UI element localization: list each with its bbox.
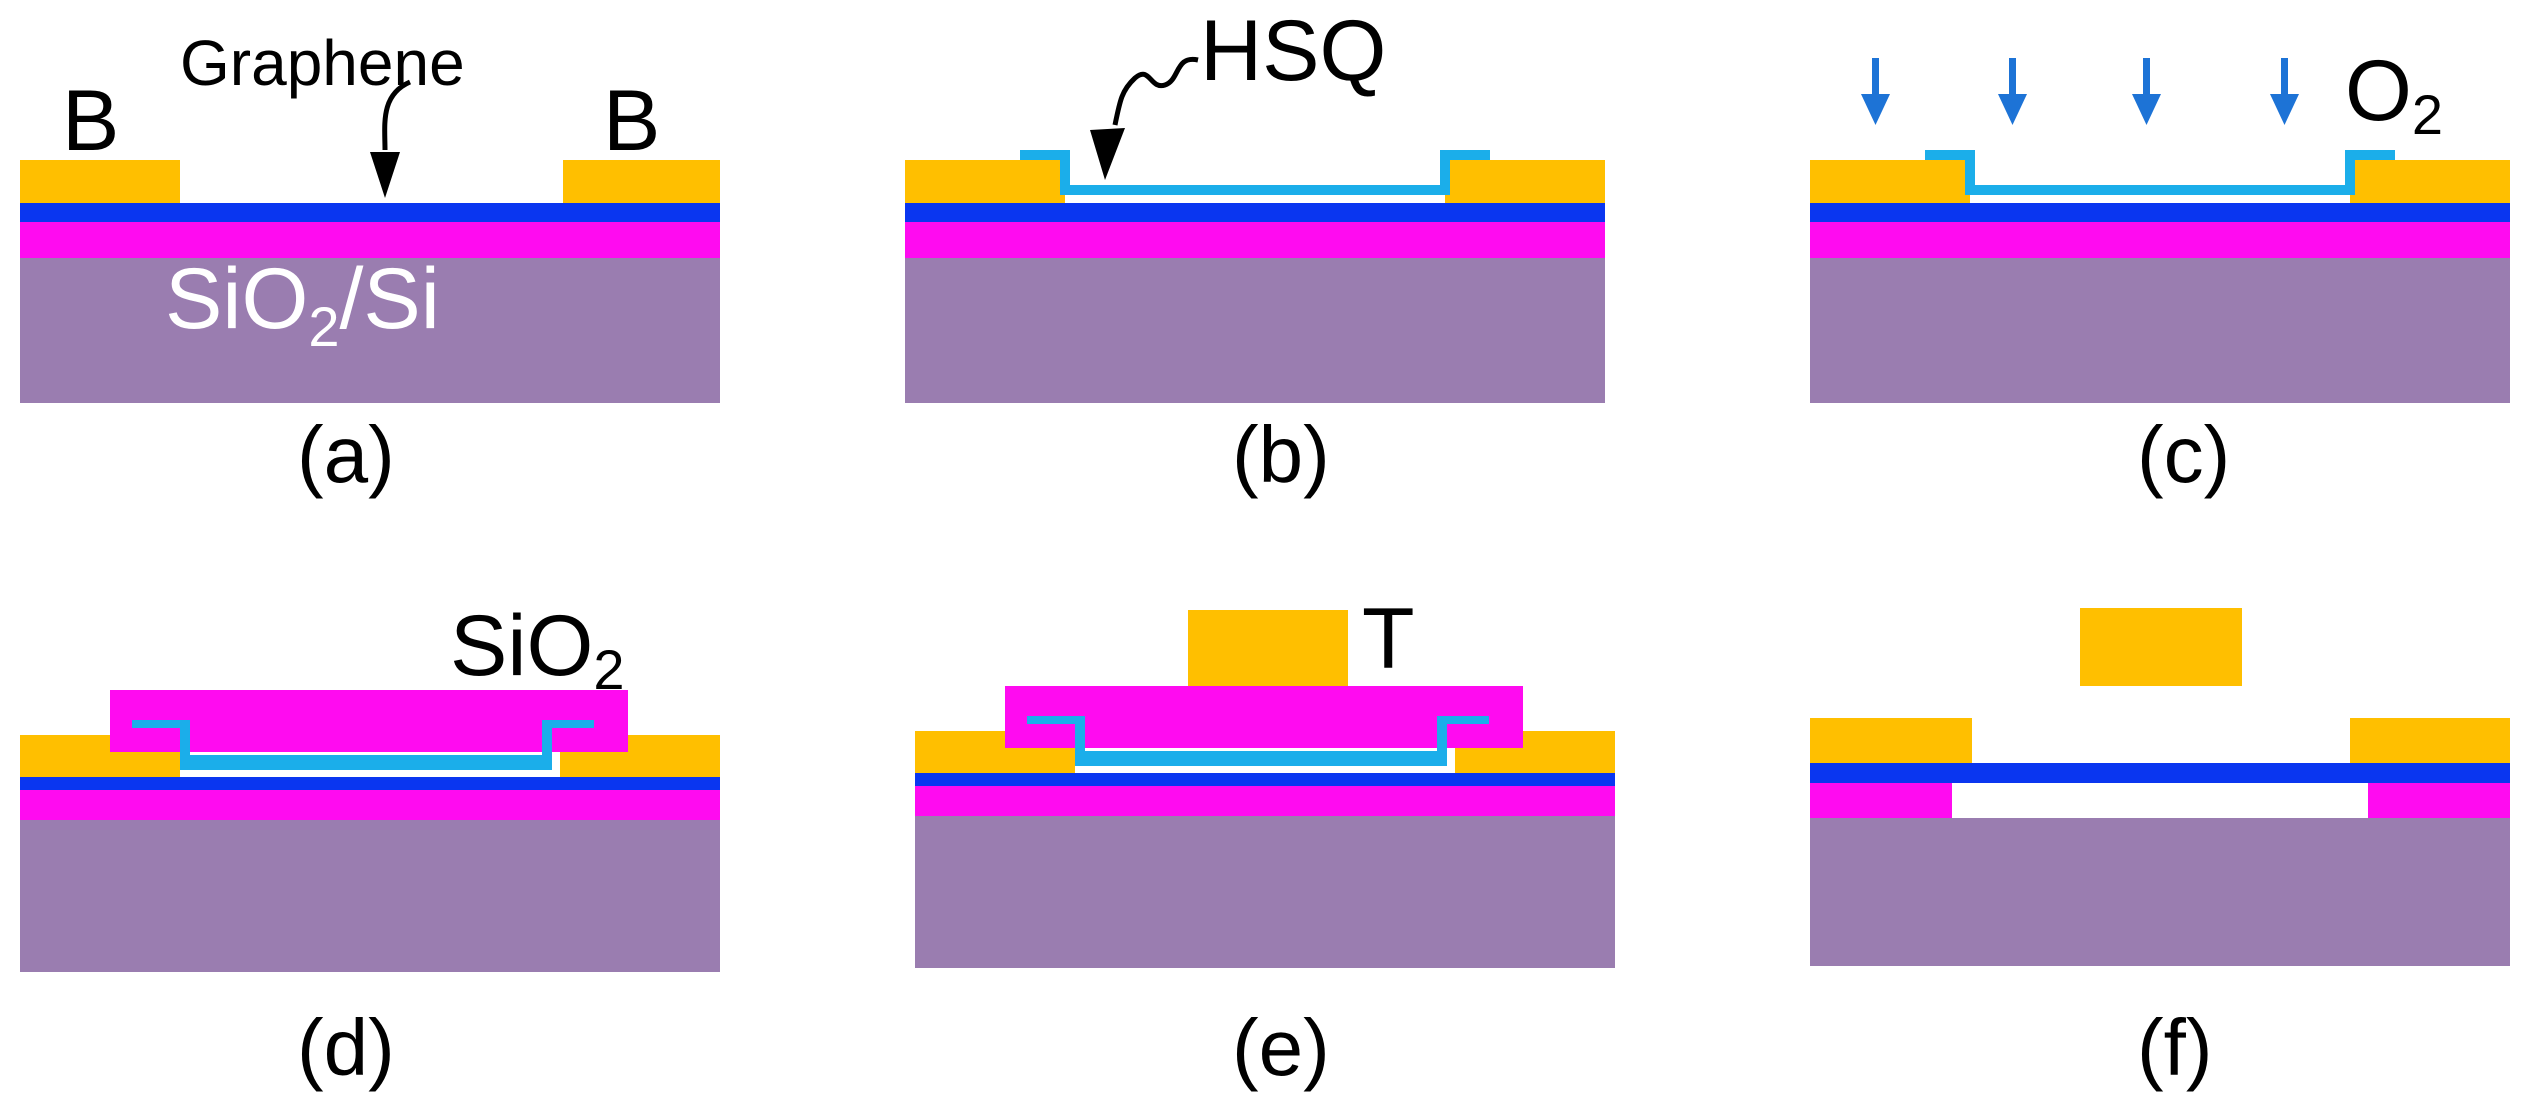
- hsq-layer: [1925, 150, 2395, 195]
- caption-b: (b): [1232, 410, 1330, 499]
- right-electrode-label: B: [603, 73, 660, 169]
- sio2-layer: [20, 790, 720, 820]
- deposited-sio2-label: SiO2: [450, 598, 625, 701]
- sio2-left-support: [1810, 783, 1952, 818]
- silicon-substrate: [20, 258, 720, 403]
- suspended-top-gate: [2080, 608, 2242, 686]
- hsq-pointer-squiggle: [1112, 56, 1199, 126]
- left-electrode-label: B: [62, 73, 119, 169]
- hsq-pointer-head: [1090, 128, 1125, 180]
- suspended-graphene: [1810, 763, 2510, 783]
- caption-c: (c): [2137, 410, 2230, 499]
- graphene-pointer-head: [370, 152, 400, 198]
- silicon-substrate: [1810, 258, 2510, 403]
- top-gate-label: T: [1362, 591, 1415, 687]
- deposited-sio2-layer: [110, 690, 628, 752]
- graphene-layer: [915, 773, 1615, 786]
- left-electrode: [905, 160, 1065, 203]
- graphene-pointer-arrow: [382, 79, 412, 151]
- silicon-substrate: [1810, 818, 2510, 966]
- graphene-layer: [20, 203, 720, 222]
- sio2-right-support: [2368, 783, 2510, 818]
- plasma-arrow-icon: [1861, 58, 1890, 125]
- sio2-layer: [1810, 222, 2510, 258]
- plasma-arrow-icon: [1998, 58, 2027, 125]
- oxygen-plasma-arrows: [1861, 58, 2299, 125]
- hsq-layer: [132, 720, 594, 770]
- graphene-layer: [905, 203, 1605, 222]
- hsq-layer: [1020, 150, 1490, 195]
- panel-a: B B Graphene SiO2/Si (a): [20, 27, 720, 499]
- right-electrode: [2350, 160, 2510, 203]
- sio2-layer: [20, 222, 720, 258]
- oxygen-label: O2: [2345, 43, 2443, 146]
- left-electrode: [1810, 718, 1972, 763]
- substrate-label: SiO2/Si: [165, 251, 440, 358]
- silicon-substrate: [905, 258, 1605, 403]
- panel-b: HSQ (b): [905, 3, 1605, 499]
- etched-cavity: [1952, 783, 2368, 818]
- panel-d: SiO2 (d): [20, 598, 720, 1092]
- panel-c: O2 (c): [1810, 43, 2510, 499]
- hsq-label: HSQ: [1200, 3, 1386, 99]
- sio2-layer: [915, 786, 1615, 816]
- caption-e: (e): [1232, 1003, 1330, 1092]
- right-electrode: [563, 160, 720, 203]
- sio2-layer: [905, 222, 1605, 258]
- graphene-layer: [20, 777, 720, 790]
- right-electrode: [1445, 160, 1605, 203]
- left-electrode: [1810, 160, 1970, 203]
- graphene-label: Graphene: [180, 27, 465, 99]
- silicon-substrate: [20, 820, 720, 972]
- graphene-layer: [1810, 203, 2510, 222]
- deposited-sio2-layer: [1005, 686, 1523, 748]
- top-gate-electrode: [1188, 610, 1348, 686]
- caption-f: (f): [2137, 1003, 2213, 1092]
- silicon-substrate: [915, 816, 1615, 968]
- panel-e: T (e): [915, 591, 1615, 1092]
- plasma-arrow-icon: [2132, 58, 2161, 125]
- right-electrode: [2350, 718, 2510, 763]
- caption-d: (d): [297, 1003, 395, 1092]
- panel-f: (f): [1810, 608, 2510, 1092]
- left-electrode: [20, 160, 180, 203]
- caption-a: (a): [297, 410, 395, 499]
- plasma-arrow-icon: [2270, 58, 2299, 125]
- hsq-layer: [1027, 716, 1489, 766]
